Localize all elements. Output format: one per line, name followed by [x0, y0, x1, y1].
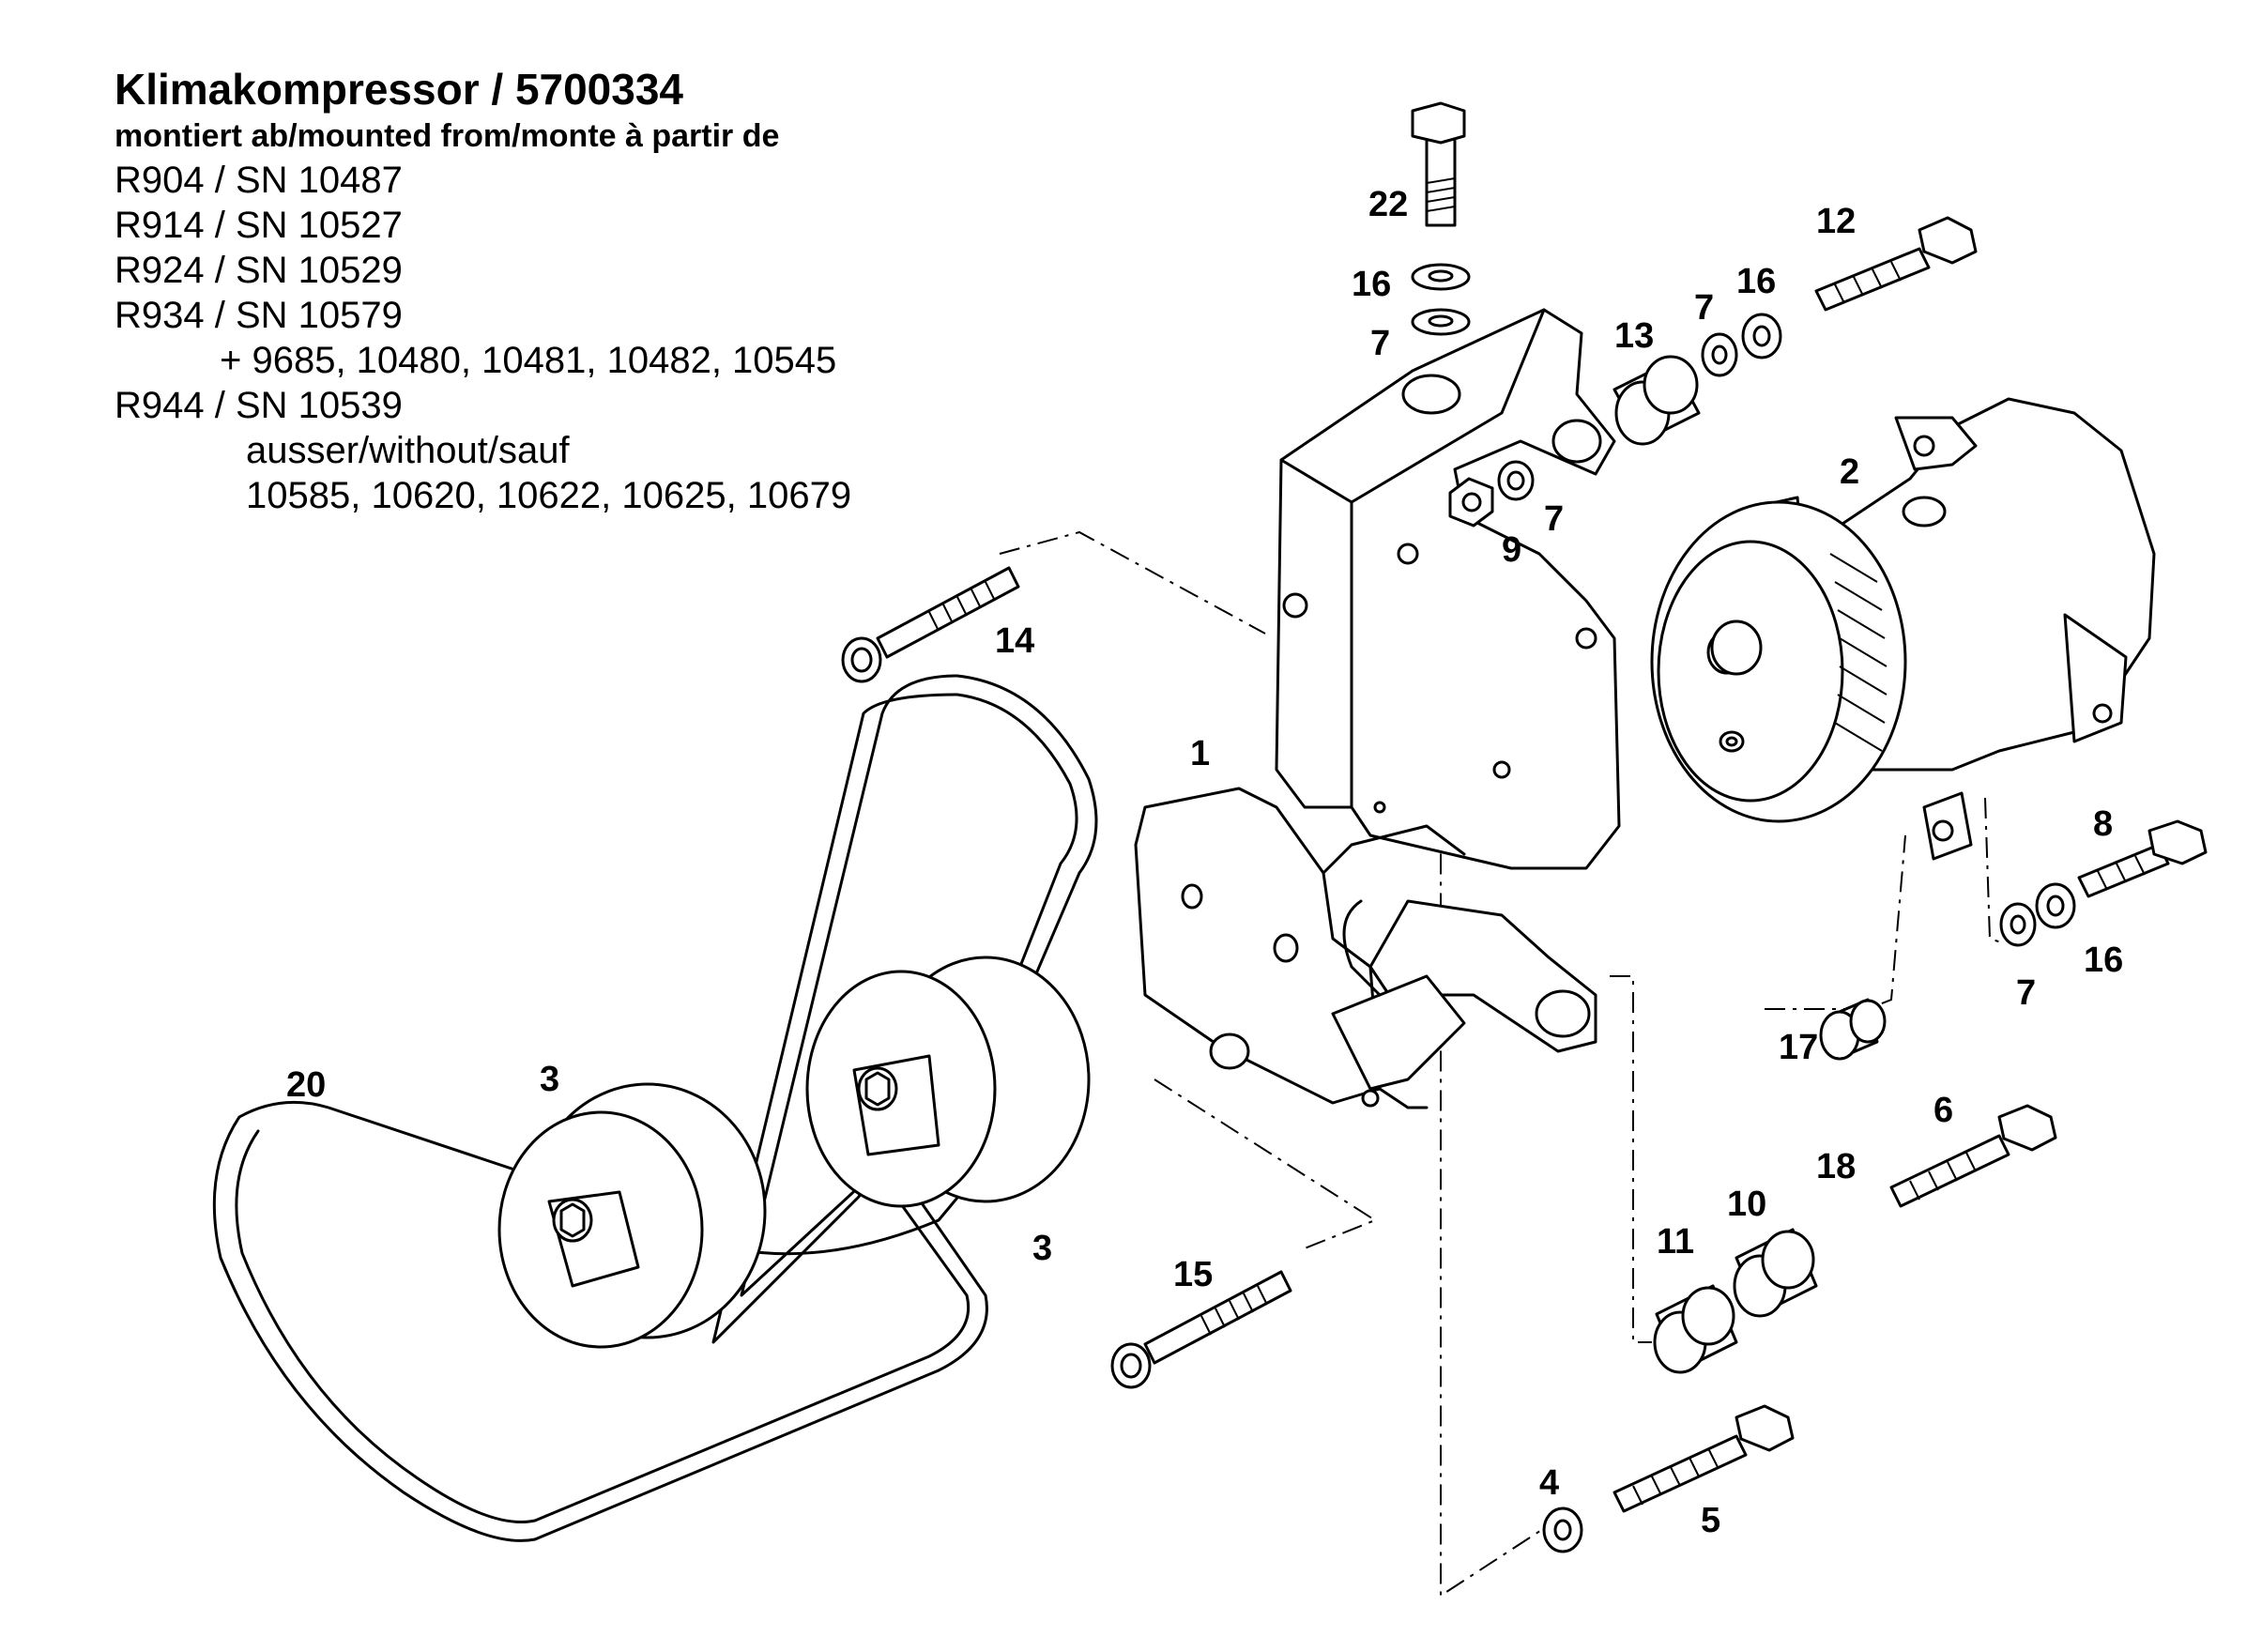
part-13-spacer [1612, 355, 1701, 446]
header-block: Klimakompressor / 5700334 montiert ab/mo… [115, 68, 851, 522]
callout-4: 4 [1539, 1463, 1559, 1503]
callout-7: 7 [1370, 324, 1390, 363]
callout-7: 7 [1694, 288, 1714, 328]
serial-line: R904 / SN 10487 [115, 160, 403, 201]
part-14-bolt [841, 566, 1020, 683]
part-16-washer-right [2035, 882, 2076, 929]
callout-6: 6 [1933, 1091, 1953, 1130]
part-7-washer [1411, 308, 1471, 336]
part-3-pulley-right [805, 956, 1091, 1208]
serial-line: R924 / SN 10529 [115, 250, 403, 291]
callout-3: 3 [540, 1060, 559, 1099]
part-8-bolt [2077, 819, 2208, 898]
part-5-bolt [1612, 1404, 1795, 1513]
callout-1: 1 [1190, 734, 1210, 773]
callout-3: 3 [1032, 1229, 1052, 1268]
exclusion-label: ausser/without/sauf [246, 430, 570, 471]
callout-7: 7 [2016, 973, 2036, 1013]
part-15-bolt [1110, 1270, 1292, 1389]
callout-17: 17 [1779, 1028, 1818, 1067]
callout-labels: 22 16 7 13 7 16 12 2 9 7 14 1 8 7 16 17 … [286, 185, 2123, 1540]
serial-line: + 9685, 10480, 10481, 10482, 10545 [220, 340, 837, 381]
callout-16: 16 [1736, 262, 1776, 301]
mounting-subtitle: montiert ab/mounted from/monte à partir … [115, 118, 780, 154]
part-17-spacer [1819, 998, 1887, 1061]
exclusion-serials: 10585, 10620, 10622, 10625, 10679 [246, 475, 852, 516]
part-11-spacer [1653, 1284, 1738, 1374]
callout-13: 13 [1614, 316, 1654, 356]
part-2-compressor [1650, 397, 2156, 861]
part-3-pulley-left [497, 1082, 767, 1349]
callout-10: 10 [1727, 1185, 1766, 1224]
part-1-bracket [1134, 308, 1621, 1109]
diagram-title: Klimakompressor / 5700334 [115, 65, 684, 114]
serial-line: R914 / SN 10527 [115, 205, 403, 246]
part-7-washer-mid [1497, 460, 1535, 501]
callout-16: 16 [2084, 941, 2123, 980]
callout-22: 22 [1368, 185, 1408, 224]
callout-15: 15 [1173, 1255, 1213, 1294]
callout-18: 18 [1816, 1147, 1856, 1186]
part-12-bolt [1814, 216, 1978, 312]
callout-5: 5 [1701, 1501, 1720, 1540]
callout-12: 12 [1816, 202, 1856, 241]
part-22-bolt [1411, 101, 1466, 227]
callout-16: 16 [1352, 265, 1391, 304]
callout-8: 8 [2093, 804, 2113, 844]
assembly-lines [999, 530, 2005, 1598]
part-7-washer-upper [1701, 332, 1738, 377]
callout-14: 14 [995, 621, 1034, 661]
part-6-bolt [1889, 1104, 2057, 1208]
callout-11: 11 [1657, 1222, 1694, 1262]
callout-7: 7 [1544, 499, 1564, 539]
serial-line: R934 / SN 10579 [115, 295, 403, 336]
part-16-washer-upper [1741, 313, 1782, 359]
serial-line: R944 / SN 10539 [115, 385, 403, 426]
callout-2: 2 [1840, 452, 1859, 492]
part-9-nut [1448, 477, 1494, 528]
part-7-washer-right [1999, 902, 2037, 947]
part-4-washer [1542, 1507, 1583, 1553]
callout-20: 20 [286, 1065, 326, 1105]
callout-9: 9 [1502, 530, 1521, 570]
part-20-belt [212, 674, 1098, 1542]
part-16-washer [1411, 263, 1471, 291]
part-10-spacer [1733, 1228, 1818, 1318]
